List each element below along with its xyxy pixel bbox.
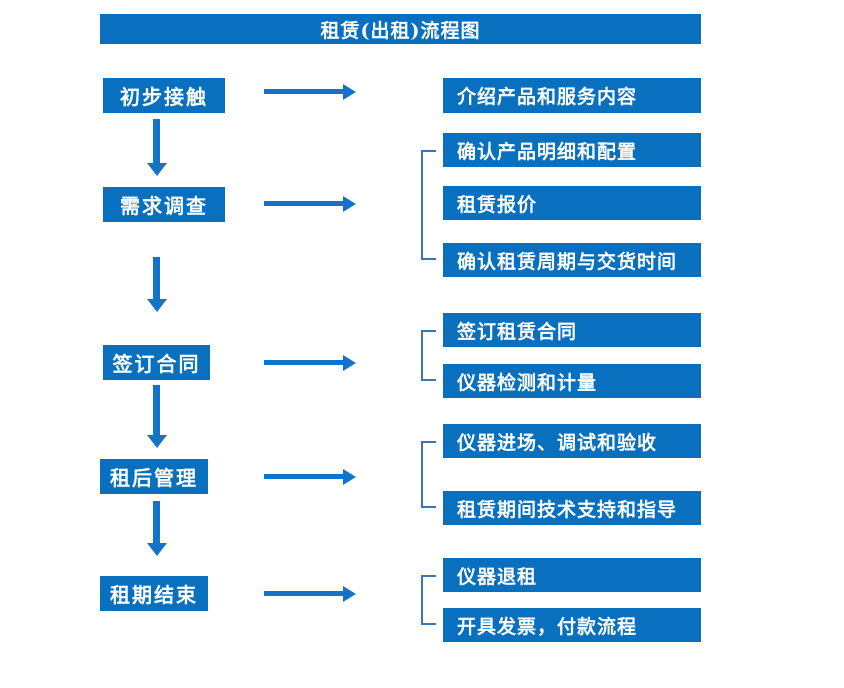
arrow-down-icon (153, 385, 160, 435)
output-box-rental-quotation: 租赁报价 (443, 186, 701, 220)
diagram-title: 租赁(出租)流程图 (100, 14, 701, 44)
output-box-instrument-return: 仪器退租 (443, 558, 701, 592)
arrow-down-icon (153, 501, 160, 543)
arrow-right-icon (264, 474, 343, 479)
arrow-right-icon (264, 89, 343, 94)
arrow-right-icon (264, 591, 343, 596)
output-box-invoice-payment: 开具发票，付款流程 (443, 608, 701, 642)
output-box-confirm-rental-period: 确认租赁周期与交货时间 (443, 243, 701, 277)
output-box-introduce-products: 介绍产品和服务内容 (443, 78, 701, 113)
step-box-post-rental-management: 租后管理 (100, 459, 208, 494)
step-box-lease-end: 租期结束 (100, 576, 208, 611)
arrow-down-icon (153, 257, 160, 299)
group-bracket (421, 330, 436, 381)
group-bracket (421, 575, 436, 625)
output-box-sign-rental-contract: 签订租赁合同 (443, 313, 701, 347)
step-box-sign-contract: 签订合同 (103, 345, 210, 380)
group-bracket (421, 441, 436, 508)
step-box-initial-contact: 初步接触 (103, 78, 225, 113)
output-box-instrument-inspection: 仪器检测和计量 (443, 364, 701, 398)
arrow-right-icon (264, 360, 343, 365)
arrow-down-icon (153, 119, 160, 163)
output-box-instrument-setup-acceptance: 仪器进场、调试和验收 (443, 424, 701, 458)
group-bracket (421, 150, 436, 260)
arrow-right-icon (264, 201, 343, 206)
output-box-technical-support: 租赁期间技术支持和指导 (443, 491, 701, 525)
step-box-demand-survey: 需求调查 (103, 187, 225, 222)
output-box-confirm-product-details: 确认产品明细和配置 (443, 133, 701, 167)
